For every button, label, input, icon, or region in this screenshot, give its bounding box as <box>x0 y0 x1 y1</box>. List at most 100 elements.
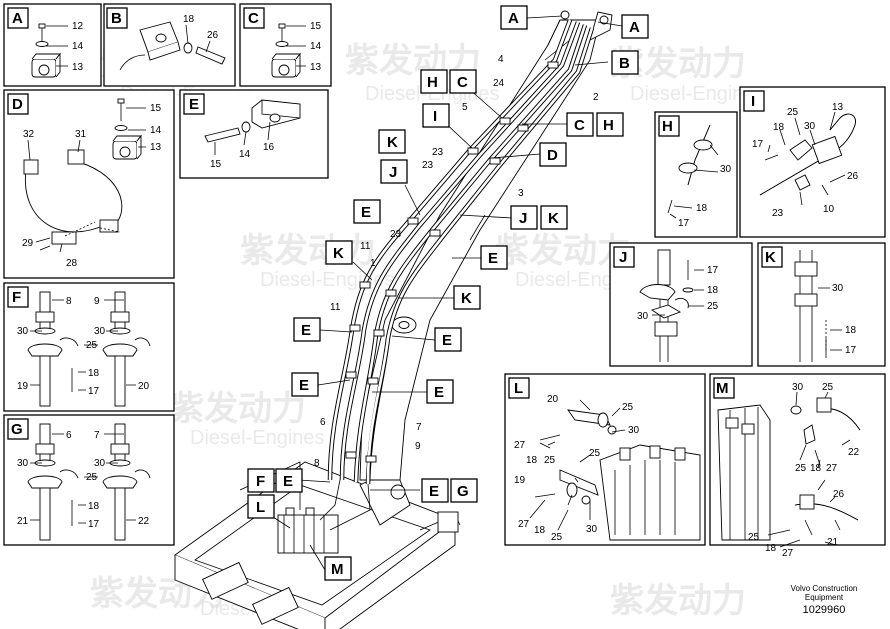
svg-text:J: J <box>519 210 527 227</box>
svg-text:K: K <box>461 290 472 307</box>
svg-text:18: 18 <box>845 325 857 336</box>
svg-text:9: 9 <box>415 441 421 452</box>
svg-text:D: D <box>547 147 558 164</box>
panel-c: C 15 14 13 <box>239 3 332 87</box>
svg-text:18: 18 <box>183 14 195 25</box>
svg-text:13: 13 <box>832 102 844 113</box>
svg-text:18: 18 <box>707 285 719 296</box>
svg-text:17: 17 <box>845 345 857 356</box>
svg-text:14: 14 <box>239 149 251 160</box>
svg-text:17: 17 <box>88 386 100 397</box>
panel-j-letter: J <box>619 249 627 266</box>
hose-bundle <box>319 19 595 531</box>
svg-text:14: 14 <box>310 41 322 52</box>
panel-b: B 18 26 <box>103 3 236 87</box>
svg-text:6: 6 <box>320 417 326 428</box>
svg-text:25: 25 <box>544 455 556 466</box>
svg-text:25: 25 <box>589 448 601 459</box>
svg-text:8: 8 <box>66 296 72 307</box>
svg-text:23: 23 <box>422 160 434 171</box>
svg-text:2: 2 <box>593 92 599 103</box>
svg-text:13: 13 <box>310 62 322 73</box>
svg-text:I: I <box>433 108 437 125</box>
svg-text:E: E <box>283 473 293 490</box>
svg-text:A: A <box>508 10 519 27</box>
svg-text:18: 18 <box>88 501 100 512</box>
panel-g: G 6 7 30 30 25 18 17 21 22 <box>3 414 175 546</box>
svg-text:13: 13 <box>150 142 162 153</box>
svg-text:16: 16 <box>263 142 275 153</box>
panel-a-letter: A <box>12 10 23 27</box>
callout-e-9: E <box>275 468 303 493</box>
svg-text:19: 19 <box>17 381 29 392</box>
svg-text:30: 30 <box>17 326 29 337</box>
svg-text:25: 25 <box>795 463 807 474</box>
boom-drawing <box>359 10 613 481</box>
svg-text:19: 19 <box>514 475 526 486</box>
watermark-en-3: Diesel-Engines <box>630 83 765 105</box>
svg-text:30: 30 <box>17 458 29 469</box>
svg-text:10: 10 <box>823 204 835 215</box>
panel-m: M 30 25 22 25 18 27 26 21 25 18 27 <box>709 373 886 559</box>
callout-i: I <box>422 103 450 128</box>
footer-brand-line2: Equipment <box>805 593 844 602</box>
callout-m: M <box>324 556 352 581</box>
svg-text:A: A <box>629 19 640 36</box>
callout-e-1: E <box>480 245 508 270</box>
panel-k: K 30 18 17 <box>757 242 886 367</box>
svg-text:18: 18 <box>773 122 785 133</box>
panel-d: D 15 14 13 31 32 29 28 <box>3 89 175 279</box>
svg-text:30: 30 <box>628 425 640 436</box>
panel-e-letter: E <box>189 96 199 113</box>
svg-text:1: 1 <box>370 258 376 269</box>
callout-k-1: K <box>540 205 568 230</box>
svg-text:20: 20 <box>138 381 150 392</box>
svg-text:11: 11 <box>330 302 341 313</box>
svg-text:18: 18 <box>765 543 777 554</box>
drawing-number: 1029960 <box>803 604 846 616</box>
svg-text:20: 20 <box>547 394 559 405</box>
callout-e-4: E <box>293 317 321 342</box>
svg-text:22: 22 <box>138 516 150 527</box>
svg-text:30: 30 <box>586 524 598 535</box>
svg-text:25: 25 <box>748 532 760 543</box>
svg-text:15: 15 <box>210 159 222 170</box>
svg-text:29: 29 <box>22 238 34 249</box>
callout-e-10: E <box>421 478 449 503</box>
svg-text:26: 26 <box>833 489 845 500</box>
svg-text:J: J <box>389 164 397 181</box>
svg-text:9: 9 <box>94 296 100 307</box>
main-callouts: A A B C H D J K E K E E E E E E K J I H … <box>247 5 649 581</box>
svg-text:E: E <box>442 332 452 349</box>
callout-a-2: A <box>621 14 649 39</box>
svg-text:E: E <box>434 384 444 401</box>
panel-l-letter: L <box>514 380 523 397</box>
callout-l: L <box>247 494 275 519</box>
callout-e-8: EK <box>378 129 406 154</box>
svg-text:25: 25 <box>551 532 563 543</box>
callout-d: D <box>539 142 567 167</box>
panel-g-letter: G <box>11 421 23 438</box>
svg-text:23: 23 <box>772 208 784 219</box>
panel-b-letter: B <box>111 10 122 27</box>
svg-text:K: K <box>387 134 398 151</box>
watermark-cn-6: 紫发动力 <box>170 390 306 428</box>
panel-j: J 17 18 30 25 <box>609 242 753 367</box>
svg-text:27: 27 <box>826 463 838 474</box>
svg-text:17: 17 <box>752 139 764 150</box>
panel-m-letter: M <box>716 380 729 397</box>
callout-g: G <box>450 478 478 503</box>
watermark-cn-8: 紫发动力 <box>610 582 746 620</box>
svg-text:17: 17 <box>88 519 100 530</box>
callout-h-2: H <box>420 69 448 94</box>
footer-brand-line1: Volvo Construction <box>791 584 858 593</box>
svg-text:6: 6 <box>66 430 72 441</box>
upper-frame-drawing <box>174 461 461 629</box>
svg-text:M: M <box>331 561 344 578</box>
svg-text:30: 30 <box>94 326 106 337</box>
svg-text:30: 30 <box>720 164 732 175</box>
svg-text:32: 32 <box>23 129 35 140</box>
main-part-numbers: 4 24 2 5 23 23 3 23 11 1 11 6 7 9 8 <box>314 54 599 469</box>
svg-text:14: 14 <box>150 125 162 136</box>
